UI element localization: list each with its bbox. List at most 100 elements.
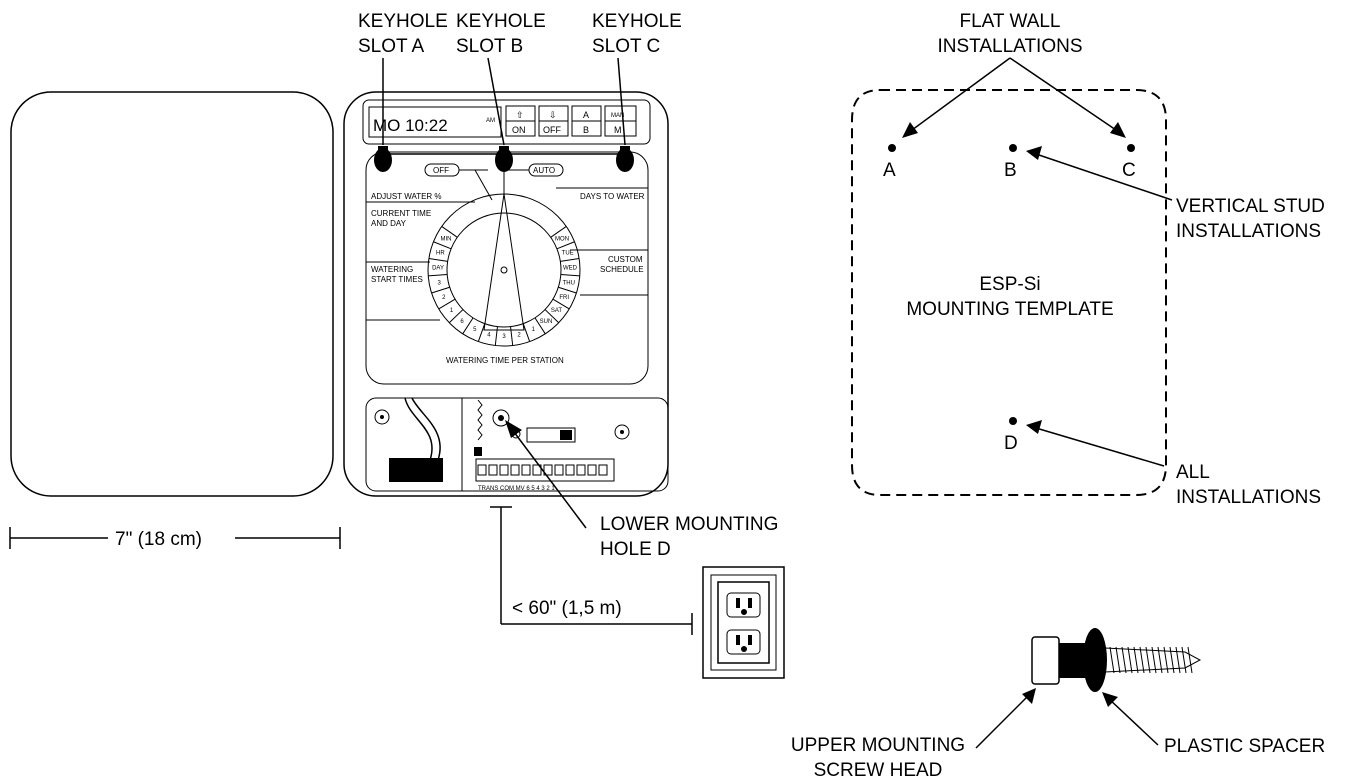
dial-tick [560,258,580,262]
cord-dim-label: < 60" (1,5 m) [512,598,622,619]
keyhole-a-callout: KEYHOLE SLOT A [358,11,448,145]
upper-screw-label-2: SCREW HEAD [814,760,943,780]
mounting-template: A B C D ESP-Si MOUNTING TEMPLATE [851,89,1167,496]
keyhole-slot-a [374,146,392,172]
screw-thread [1157,646,1163,674]
dial-segment-label: THU [563,281,575,287]
hole-a-label: A [883,160,896,181]
screw-thread [1187,646,1193,674]
screw-thread [1151,646,1157,674]
hole-d-label: D [1004,433,1018,454]
lcd-text: MO 10:22 [373,116,448,135]
current-time-label-1: CURRENT TIME [371,209,431,218]
dial-segment-label: 2 [442,295,446,301]
dial-off-label: OFF [433,166,449,175]
dial-tick [428,273,448,277]
width-dimension: 7" (18 cm) [9,527,341,550]
screw-thread [1121,646,1127,674]
terminal-slot [565,464,575,476]
days-to-water-label: DAYS TO WATER [580,192,645,201]
flat-wall-callout: FLAT WALL INSTALLATIONS [902,11,1126,138]
current-time-label-2: AND DAY [371,219,407,228]
screw-thread [1109,646,1115,674]
terminal-slot [521,464,531,476]
dial-segment-label: WED [563,266,578,272]
all-installations-label-1: ALL [1176,462,1210,483]
all-installations-callout: ALL INSTALLATIONS [1026,420,1321,508]
dial-tick [462,317,474,335]
dial-tick [534,317,546,335]
dial-tick [558,286,577,294]
terminal-slot [477,464,487,476]
cord-length-dimension: < 60" (1,5 m) [490,506,693,635]
keyhole-slot-c [616,146,634,172]
template-title-2: MOUNTING TEMPLATE [906,299,1113,320]
dial-segment-label: HR [436,251,445,257]
hole-a-marker [888,144,896,152]
screw-thread [1181,646,1187,674]
dial-segment-label: TUE [562,251,574,257]
hole-b-label: B [1004,160,1017,181]
vertical-stud-label-1: VERTICAL STUD [1176,196,1325,217]
dial-segment-label: DAY [432,266,444,272]
controller-housing: MO 10:22 AM ⇧ ON ⇩ OFF A B MAN M [343,91,669,497]
screw-thread [1139,646,1145,674]
upper-screw-callout: UPPER MOUNTING SCREW HEAD [791,688,1036,780]
hole-b-marker [1009,144,1017,152]
plastic-spacer-callout: PLASTIC SPACER [1102,692,1325,757]
terminal-slot [488,464,498,476]
dial-segment-label: 4 [487,332,491,338]
screw-thread [1145,646,1151,674]
dial-tick [441,225,458,238]
button-on[interactable]: ⇧ ON [505,105,536,137]
button-on-top: ⇧ [516,110,524,120]
terminal-slot [587,464,597,476]
terminal-labels: TRANS COM MV 6 5 4 3 2 1 [478,486,555,492]
dial-segment-label: 2 [517,332,521,338]
button-manual-top: MAN [611,113,624,119]
button-ab[interactable]: A B [571,105,602,137]
screw-thread [1175,646,1181,674]
dial-segment-label: SAT [551,308,563,314]
lower-mounting-hole-d [492,409,510,427]
dial-segment-label: 1 [450,308,454,314]
screw-thread [1127,646,1133,674]
dial-tick [431,286,450,294]
screw-hole-right [614,424,630,440]
button-manual[interactable]: MAN M [604,105,637,137]
keyhole-a-label-1: KEYHOLE [358,11,448,32]
template-title-1: ESP-Si [979,274,1040,295]
dial-tick [477,323,486,342]
hole-c-marker [1127,144,1135,152]
program-dial[interactable] [427,160,581,347]
lower-hole-label-1: LOWER MOUNTING [600,514,778,535]
dial-tick [448,309,464,324]
plastic-spacer-label: PLASTIC SPACER [1164,736,1325,757]
button-off[interactable]: ⇩ OFF [538,105,569,137]
terminal-slot [532,464,542,476]
all-installations-label-2: INSTALLATIONS [1176,487,1321,508]
watering-start-label-2: START TIMES [371,275,423,284]
dial-tick [560,273,580,277]
upper-screw-label-1: UPPER MOUNTING [791,735,965,756]
lower-hole-label-2: HOLE D [600,539,671,560]
dial-tick [438,298,456,310]
lcd-display [368,106,502,138]
screw-hole-left [374,409,390,425]
dial-tick [550,225,567,238]
dial-segment-label: FRI [559,295,569,301]
terminal-slot [510,464,520,476]
dial-tick [428,258,448,262]
lower-hole-callout: LOWER MOUNTING HOLE D [505,420,778,560]
dial-auto-label: AUTO [533,166,555,175]
dial-tick [544,309,560,324]
flat-wall-label-2: INSTALLATIONS [938,36,1083,57]
keyhole-a-label-2: SLOT A [358,36,425,57]
adjust-water-label: ADJUST WATER % [371,192,442,201]
keyhole-b-label-1: KEYHOLE [456,11,546,32]
screw-thread [1115,646,1121,674]
terminal-strip [475,458,615,482]
custom-schedule-label-2: SCHEDULE [600,265,644,274]
keyhole-b-callout: KEYHOLE SLOT B [456,11,546,146]
